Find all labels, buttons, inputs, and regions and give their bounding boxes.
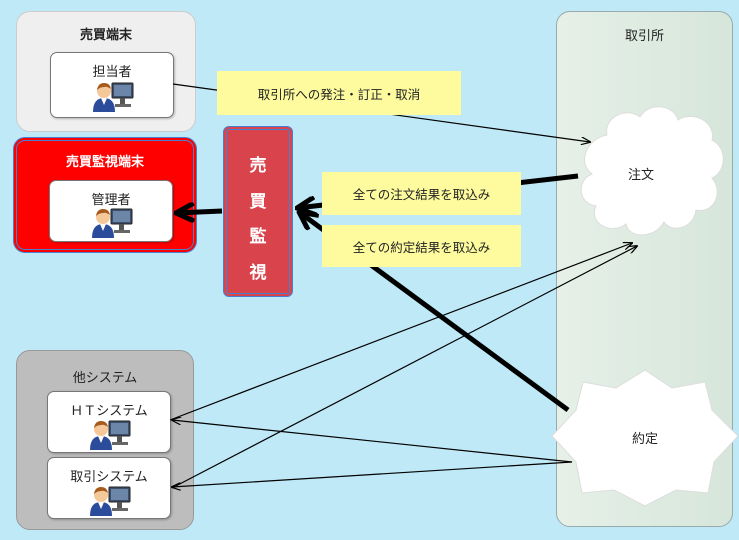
execution-results-note: 全ての約定結果を取込み: [322, 225, 521, 267]
person-computer-icon: [90, 486, 131, 516]
person-computer-icon: [92, 208, 133, 238]
trading-terminal-title: 売買端末: [79, 28, 132, 43]
order-cloud: [580, 106, 724, 236]
trading-terminal-panel: 売買端末 担当者: [16, 11, 196, 132]
monitoring-char-4: 視: [249, 263, 267, 283]
ht-system-label: ＨＴシステム: [70, 404, 148, 419]
order-label: 注文: [628, 168, 655, 183]
manager-label: 管理者: [91, 193, 131, 208]
trading-to-order-line: [171, 246, 637, 489]
trading-system-card[interactable]: 取引システム: [47, 457, 171, 519]
order-send-note: 取引所への発注・訂正・取消: [217, 71, 461, 115]
order-results-note: 全ての注文結果を取込み: [322, 172, 521, 215]
ht-system-card[interactable]: ＨＴシステム: [47, 391, 171, 453]
execution-label: 約定: [632, 432, 659, 447]
person-computer-icon: [93, 82, 134, 112]
other-systems-title: 他システム: [72, 371, 138, 386]
operator-label: 担当者: [92, 65, 132, 80]
monitoring-terminal-panel: 売買監視端末 管理者: [13, 137, 197, 253]
manager-card[interactable]: 管理者: [49, 180, 173, 242]
person-computer-icon: [90, 420, 131, 450]
monitoring-box: 売 買 監 視: [223, 126, 293, 297]
monitoring-char-1: 売: [249, 156, 267, 176]
execution-starburst: [551, 369, 739, 507]
monitoring-char-2: 買: [249, 192, 267, 212]
operator-card[interactable]: 担当者: [50, 52, 174, 118]
execution-to-trading-line: [172, 461, 573, 487]
monitoring-char-3: 監: [249, 227, 267, 247]
ht-to-order-line: [169, 243, 632, 421]
monitor-to-manager-arrow: [176, 211, 223, 213]
trading-system-label: 取引システム: [70, 470, 148, 485]
exchange-title: 取引所: [624, 29, 664, 44]
other-systems-panel: 他システム ＨＴシステム 取引システム: [16, 350, 194, 530]
execution-to-ht-line: [172, 420, 573, 463]
monitoring-terminal-title: 売買監視端末: [65, 155, 144, 170]
